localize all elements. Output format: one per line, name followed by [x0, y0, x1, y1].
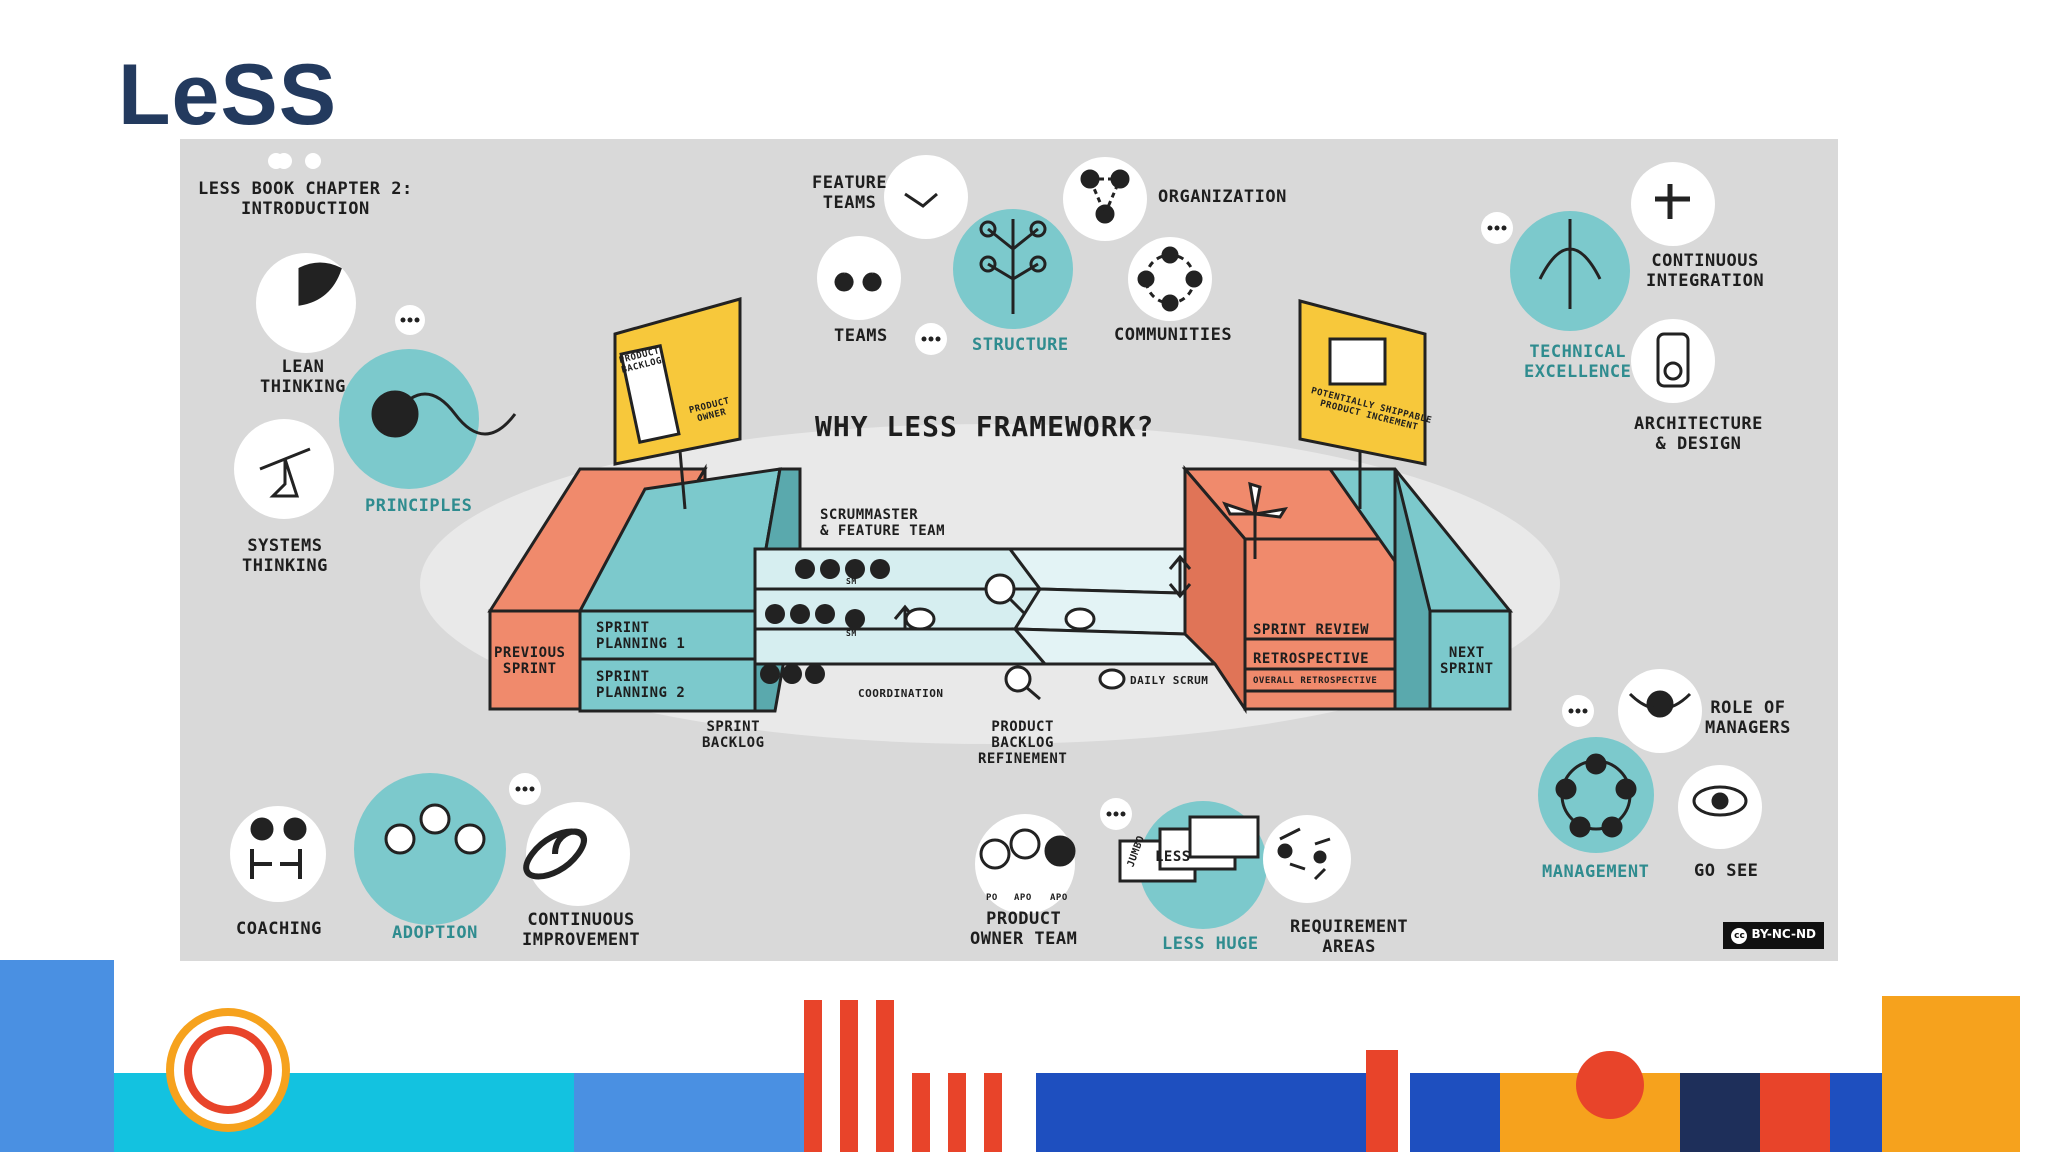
- po-badge: PO: [986, 893, 998, 903]
- systems-thinking-label: SYSTEMS THINKING: [242, 536, 328, 576]
- illustration-graphics: [230, 153, 1762, 929]
- speech-icon: [1064, 607, 1096, 631]
- license-text: BY-NC-ND: [1751, 927, 1816, 941]
- chapter-label: LeSS BOOK CHAPTER 2: INTRODUCTION: [198, 179, 413, 219]
- slide-title: LeSS: [118, 47, 338, 143]
- previous-sprint-label: PREVIOUS SPRINT: [494, 645, 566, 677]
- center-title: WHY LeSS FRAMEWORK?: [815, 410, 1155, 443]
- technical-excellence-label: TECHNICAL EXCELLENCE: [1524, 342, 1632, 382]
- structure-label: STRUCTURE: [972, 335, 1069, 355]
- architecture-design-label: ARCHITECTURE & DESIGN: [1634, 414, 1763, 454]
- speech-icon: [1098, 668, 1126, 690]
- management-icon: [1538, 737, 1654, 853]
- sprint-backlog-label: SPRINT BACKLOG: [702, 719, 765, 751]
- continuous-integration-label: CONTINUOUS INTEGRATION: [1646, 251, 1765, 291]
- sprint-planning-2-label: SPRINT PLANNING 2: [596, 669, 686, 701]
- principles-label: PRINCIPLES: [365, 496, 473, 516]
- arrow-icon: [1168, 554, 1192, 599]
- product-owner-team-icon: [975, 814, 1075, 914]
- role-of-managers-label: ROLE OF MANAGERS: [1705, 698, 1791, 738]
- go-see-label: GO SEE: [1694, 861, 1759, 881]
- windmill-icon: [1222, 481, 1289, 559]
- continuous-improvement-label: CONTINUOUS IMPROVEMENT: [522, 910, 641, 950]
- apo-badge: APO: [1050, 893, 1068, 903]
- retrospective-label: RETROSPECTIVE: [1253, 651, 1370, 667]
- framework-blocks: [487, 463, 1514, 714]
- teams-icon: [817, 236, 901, 320]
- apo-badge: APO: [1014, 893, 1032, 903]
- lean-thinking-label: LEAN THINKING: [260, 357, 346, 397]
- less-huge-label: LESS HUGE: [1162, 934, 1259, 954]
- requirement-areas-label: REQUIREMENT AREAS: [1290, 917, 1409, 957]
- adoption-label: ADOPTION: [392, 923, 478, 943]
- signs: [613, 297, 1427, 510]
- icon-glyphs: [250, 169, 1748, 883]
- footer-decoration: [0, 960, 2020, 1152]
- communities-icon: [1128, 237, 1212, 321]
- sprint-planning-1-label: SPRINT PLANNING 1: [596, 620, 686, 652]
- sprint-review-label: SPRINT REVIEW: [1253, 622, 1370, 638]
- lane-icons: [893, 554, 1192, 701]
- coordination-label: COORDINATION: [858, 687, 944, 700]
- less-box-label: LeSS: [1155, 849, 1191, 865]
- feature-teams-icon: [884, 155, 968, 239]
- ellipsis-dots: [400, 225, 1588, 817]
- pbr-label: PRODUCT BACKLOG REFINEMENT: [978, 719, 1068, 767]
- organization-label: ORGANIZATION: [1158, 187, 1287, 207]
- sm-badge: SM: [846, 577, 857, 586]
- daily-scrum-label: DAILY SCRUM: [1130, 674, 1209, 687]
- next-sprint-label: NEXT SPRINT: [1440, 645, 1494, 677]
- teams-label: TEAMS: [834, 326, 888, 346]
- coaching-icon: [230, 806, 326, 902]
- overall-retrospective-label: OVERALL RETROSPECTIVE: [1253, 676, 1378, 686]
- communities-label: COMMUNITIES: [1114, 325, 1233, 345]
- magnifier-icon: [1004, 665, 1032, 693]
- organization-icon: [1063, 157, 1147, 241]
- product-owner-team-label: PRODUCT OWNER TEAM: [970, 909, 1078, 949]
- team-heads: [760, 559, 890, 684]
- feature-teams-label: FEATURE TEAMS: [812, 173, 888, 213]
- speech-icon: [904, 607, 936, 631]
- sm-badge: SM: [846, 629, 857, 638]
- cc-icon: cc: [1731, 928, 1748, 944]
- architecture-design-icon: [1631, 319, 1715, 403]
- scrummaster-label: SCRUMMASTER & FEATURE TEAM: [820, 507, 946, 539]
- coaching-label: COACHING: [236, 919, 322, 939]
- continuous-integration-icon: [1631, 162, 1715, 246]
- less-framework-illustration: LeSS BOOK CHAPTER 2: INTRODUCTION LEAN T…: [180, 139, 1838, 961]
- adoption-icon: [354, 773, 506, 925]
- requirement-areas-icon: [1263, 815, 1351, 903]
- management-label: MANAGEMENT: [1542, 862, 1650, 882]
- magnifier-icon: [984, 573, 1016, 605]
